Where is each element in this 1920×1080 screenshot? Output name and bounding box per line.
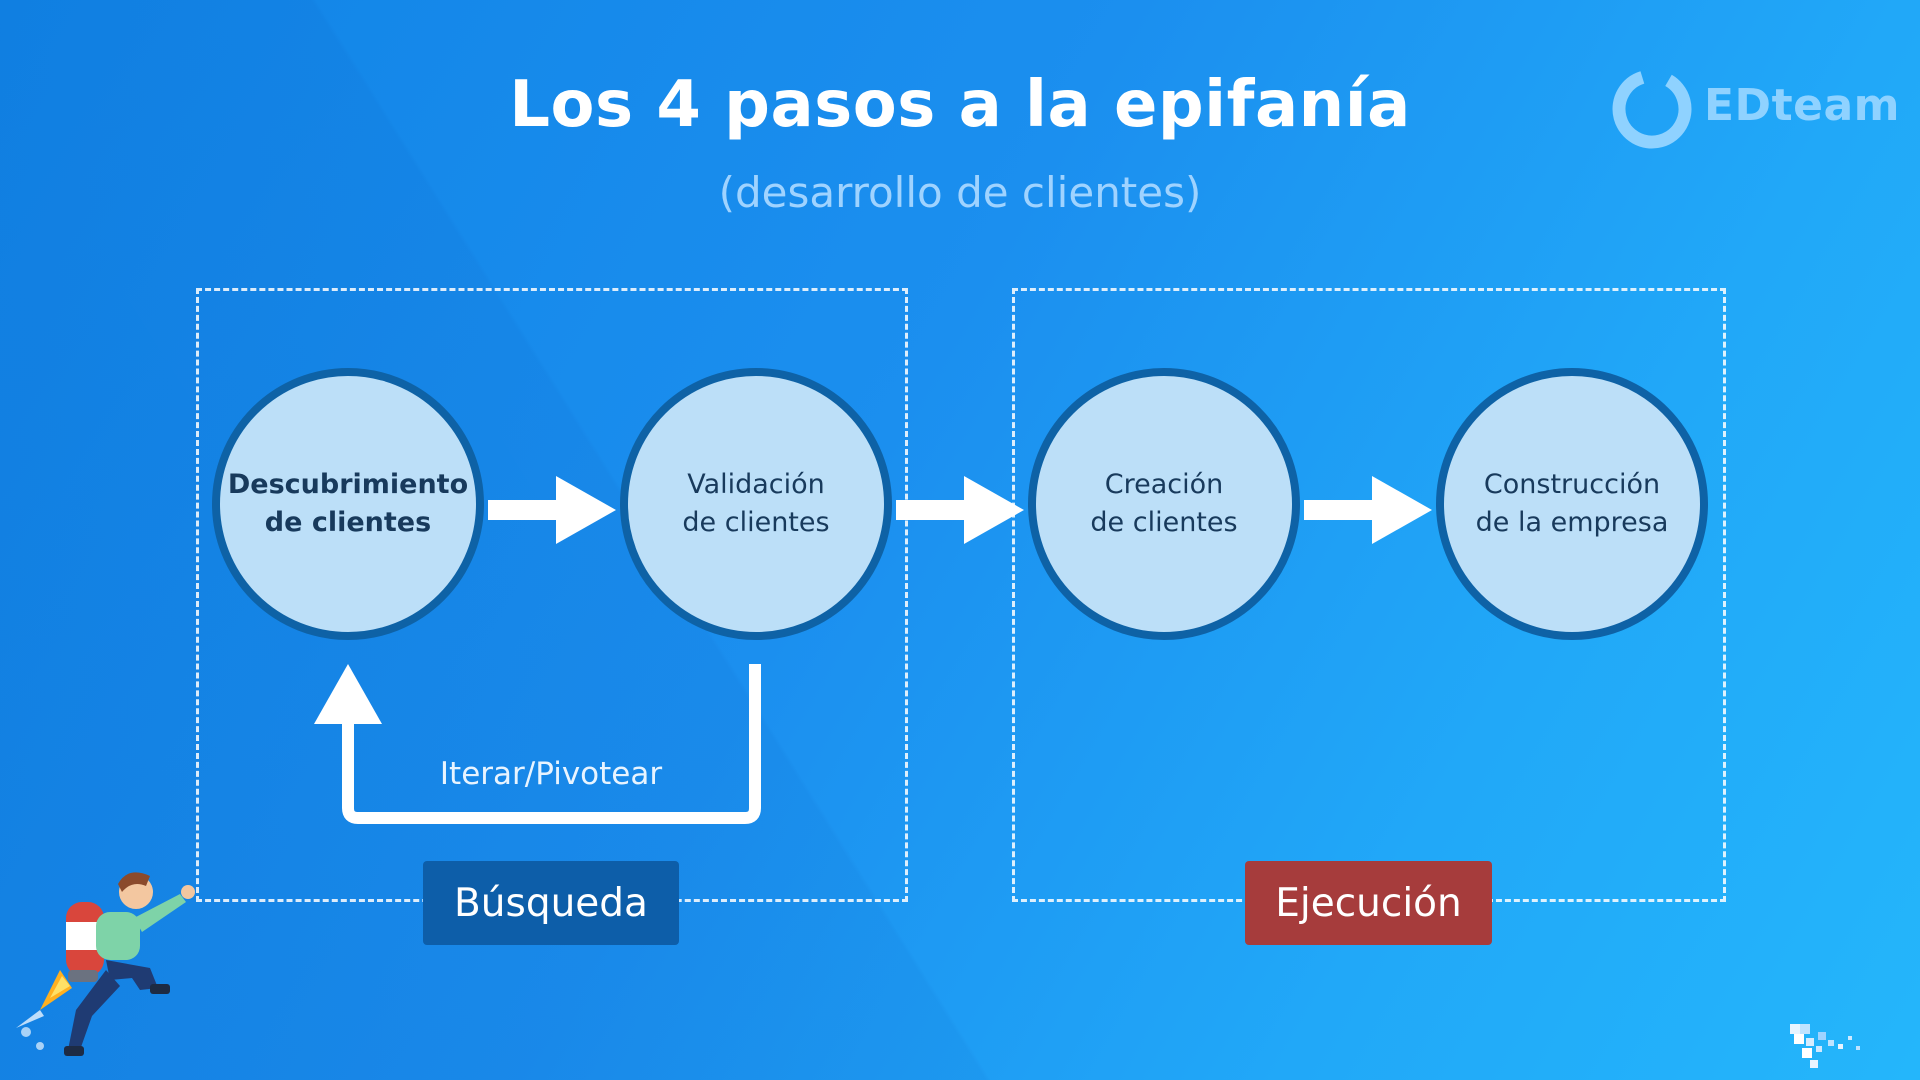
execution-phase-label: Ejecución [1245,861,1492,945]
jetpack-character-illustration [16,872,195,1056]
arrow-step2-to-step3 [896,476,1024,544]
step-company-building: Construcción de la empresa [1436,368,1708,640]
step-label-line1: Construcción [1483,469,1661,500]
step-label-line1: Descubrimiento [227,469,469,500]
arrow-step1-to-step2 [488,476,616,544]
arrow-step3-to-step4 [1304,476,1432,544]
step-label-line2: de clientes [264,507,432,538]
iterate-pivot-label: Iterar/Pivotear [439,756,663,792]
jetpack-flame-icon [16,970,72,1050]
step-label-line2: de la empresa [1475,507,1669,538]
step-customer-creation: Creación de clientes [1028,368,1300,640]
step-label-line2: de clientes [682,507,830,538]
iterate-pivot-loop-arrow [314,664,761,824]
pixel-decoration [1790,1024,1860,1068]
search-phase-label: Búsqueda [423,861,679,945]
step-label-line1: Validación [687,469,825,500]
logo-text: EDteam [1704,80,1900,131]
page-title: Los 4 pasos a la epifanía [509,68,1411,142]
edteam-logo: EDteam [1608,64,1900,154]
step-customer-validation: Validación de clientes [620,368,892,640]
step-label-line2: de clientes [1090,507,1238,538]
step-label-line1: Creación [1104,469,1224,500]
logo-ring-icon [1612,69,1692,149]
person-icon [64,872,195,1056]
page-subtitle: (desarrollo de clientes) [718,168,1202,217]
step-customer-discovery: Descubrimiento de clientes [212,368,484,640]
